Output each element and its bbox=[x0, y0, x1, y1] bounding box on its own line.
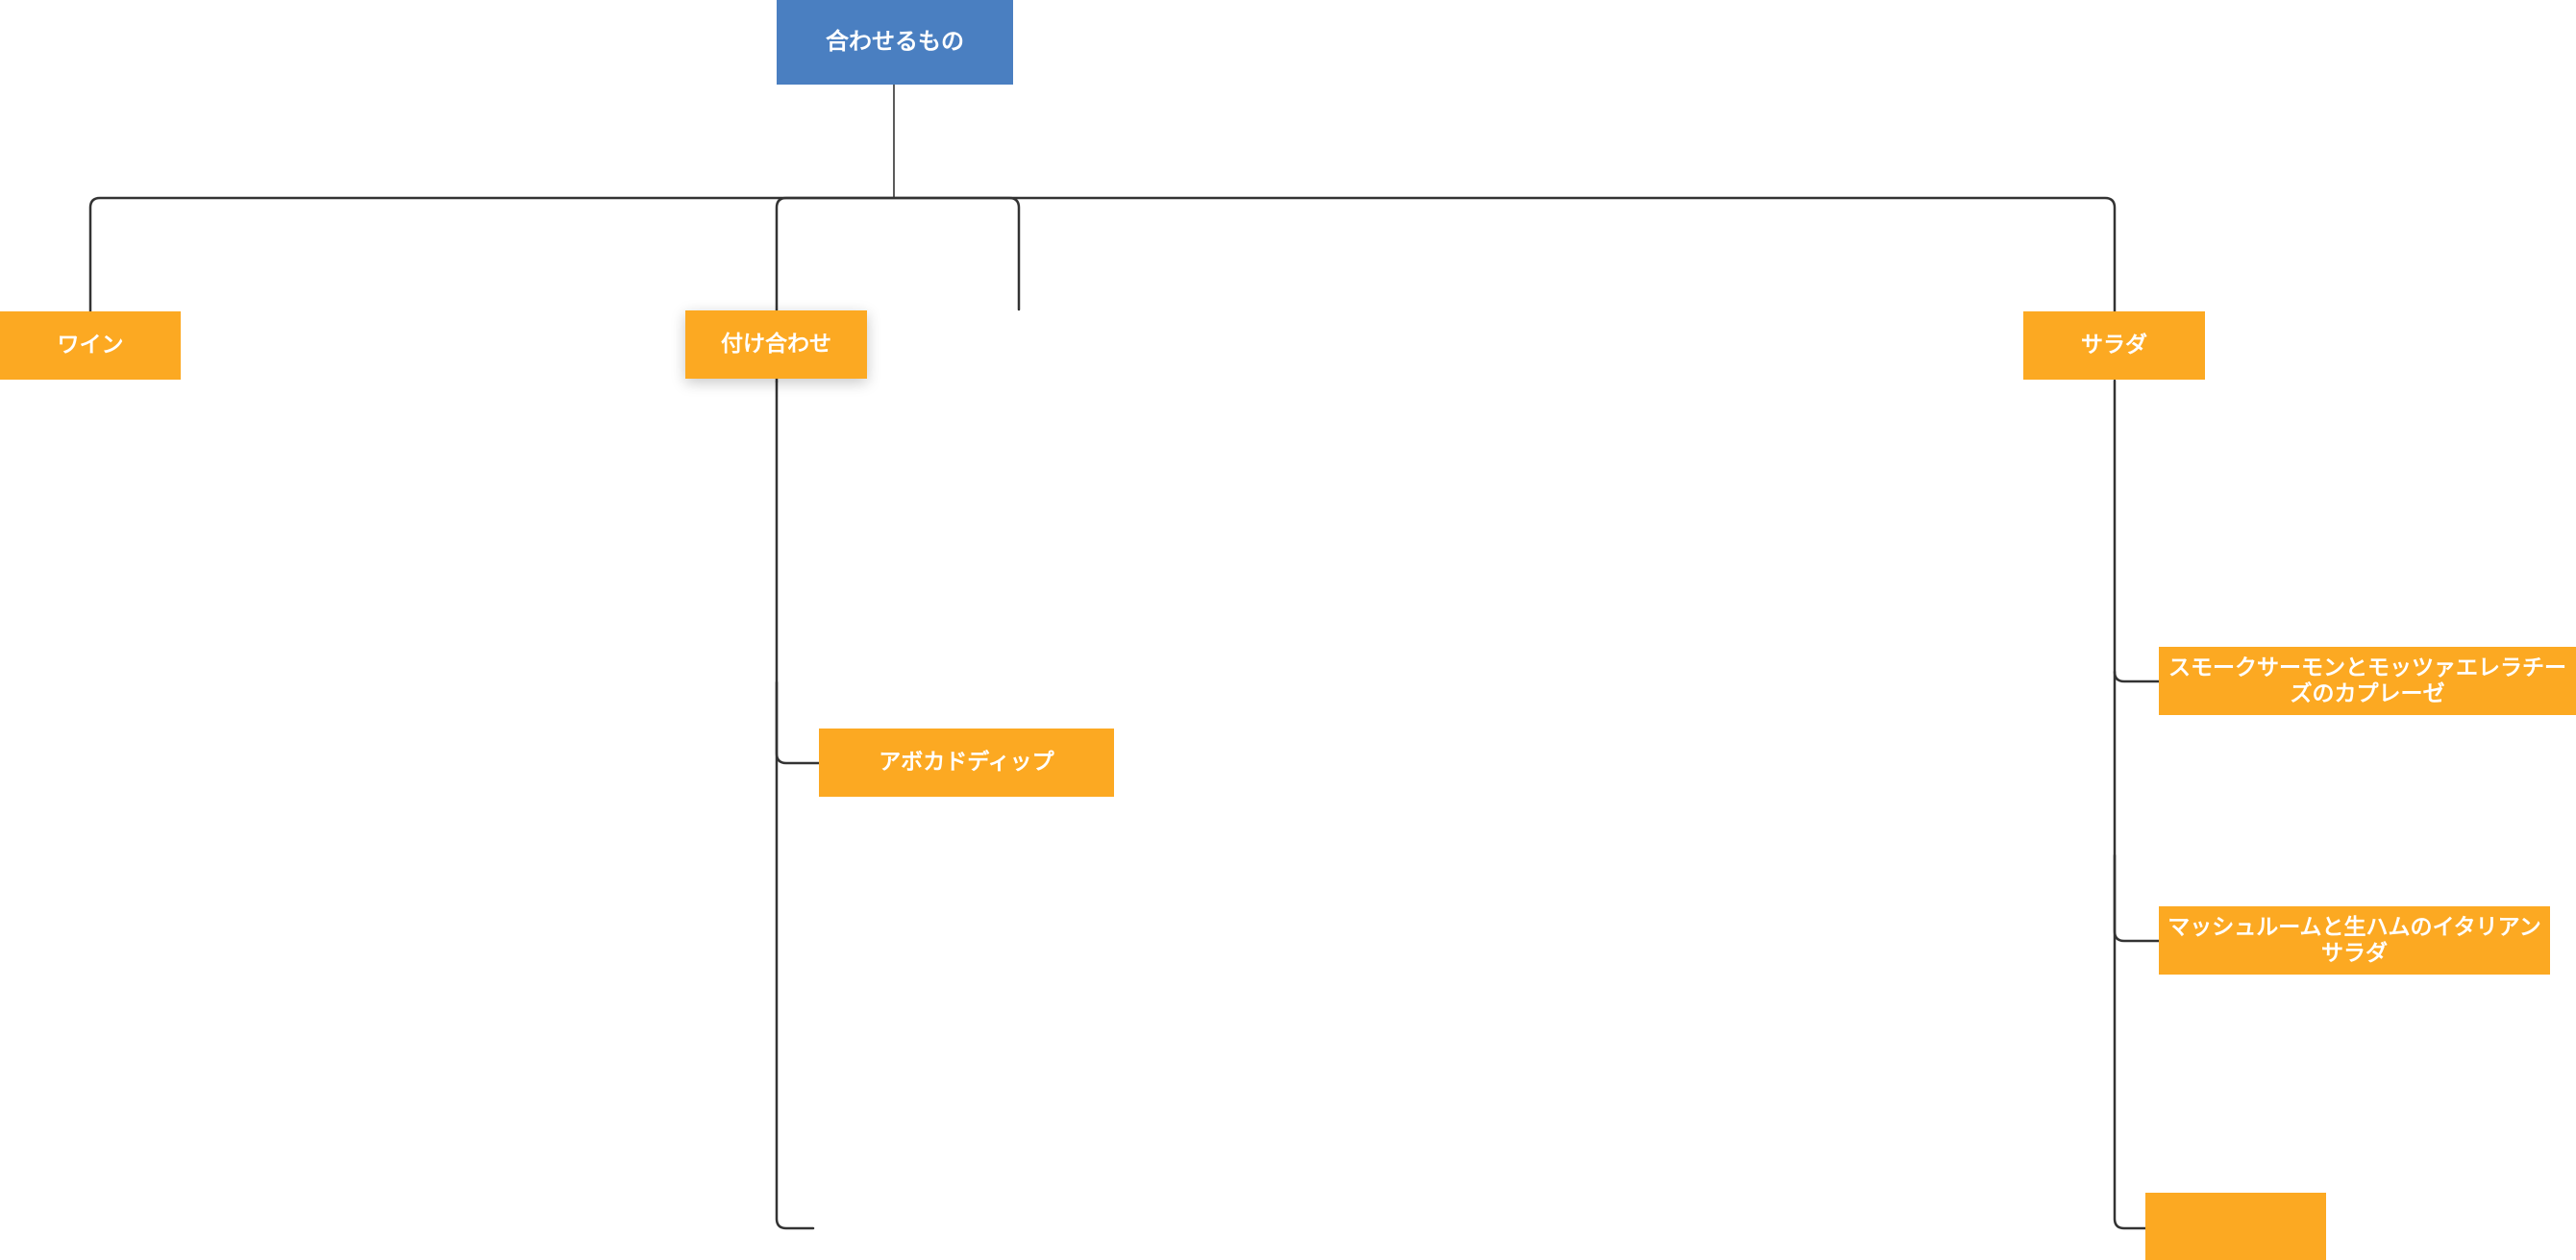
subtopic-mushroom-salad[interactable]: マッシュルームと生ハムのイタリアンサラダ bbox=[2159, 906, 2550, 975]
topic-garnish-label: 付け合わせ bbox=[721, 332, 831, 358]
topic-salad-label: サラダ bbox=[2081, 333, 2147, 358]
root-topic-label: 合わせるもの bbox=[826, 28, 964, 56]
garnish-trunk-line bbox=[775, 380, 815, 1230]
topic-wine-label: ワイン bbox=[57, 333, 124, 358]
topic-wine[interactable]: ワイン bbox=[0, 311, 181, 380]
branch-bracket-line bbox=[775, 196, 1021, 383]
subtopic-mushroom-salad-label: マッシュルームと生ハムのイタリアンサラダ bbox=[2167, 915, 2541, 966]
salad-hook-line-1 bbox=[2113, 670, 2161, 683]
subtopic-avocado-dip[interactable]: アボカドディップ bbox=[819, 729, 1114, 797]
subtopic-avocado-dip-label: アボカドディップ bbox=[879, 750, 1054, 776]
subtopic-salmon-caprese-label: スモークサーモンとモッツァエレラチーズのカプレーゼ bbox=[2168, 655, 2566, 706]
subtopic-empty[interactable] bbox=[2145, 1193, 2326, 1260]
salad-trunk-line bbox=[2113, 379, 2147, 1230]
garnish-hook-line bbox=[775, 680, 821, 765]
subtopic-salmon-caprese[interactable]: スモークサーモンとモッツァエレラチーズのカプレーゼ bbox=[2159, 647, 2576, 715]
topic-salad[interactable]: サラダ bbox=[2023, 311, 2205, 380]
salad-hook-line-2 bbox=[2113, 853, 2161, 943]
root-topic[interactable]: 合わせるもの bbox=[777, 0, 1013, 85]
main-branch-line bbox=[88, 196, 2117, 313]
topic-garnish[interactable]: 付け合わせ bbox=[685, 310, 867, 379]
